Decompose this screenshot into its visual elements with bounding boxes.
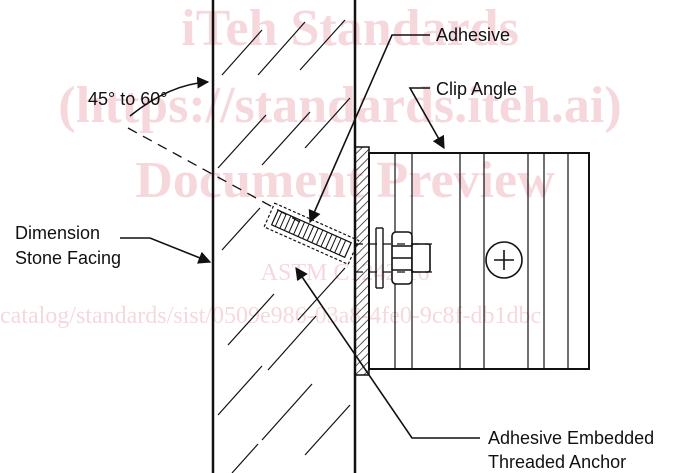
angle-label: 45° to 60° (88, 89, 167, 109)
screw-icon (485, 241, 523, 279)
leader-lines (120, 34, 480, 439)
stone-facing (211, 0, 357, 473)
watermark-line3: Document Preview (135, 152, 555, 209)
adhesive-layer (354, 146, 370, 376)
watermark-line2: (https://standards.iteh.ai) (58, 77, 621, 134)
threaded-anchor (263, 202, 360, 266)
stone-facing-label-line2: Stone Facing (15, 248, 121, 268)
watermark-line5: catalog/standards/sist/0509e986-03a8-4fe… (0, 303, 541, 329)
clip-angle-label: Clip Angle (436, 79, 517, 99)
watermark-line1: iTeh Standards (181, 0, 519, 57)
leader-anchor (295, 266, 480, 439)
leader-adhesive (308, 34, 430, 224)
anchor-label-line1: Adhesive Embedded (488, 428, 654, 448)
nut (391, 231, 431, 285)
anchor-label-line2: Threaded Anchor (488, 452, 626, 472)
angle-dimension (129, 76, 210, 117)
leader-stone-facing (120, 237, 212, 264)
adhesive-label: Adhesive (436, 25, 510, 45)
stone-facing-label-line1: Dimension (15, 223, 100, 243)
leader-clip-angle (408, 87, 445, 150)
